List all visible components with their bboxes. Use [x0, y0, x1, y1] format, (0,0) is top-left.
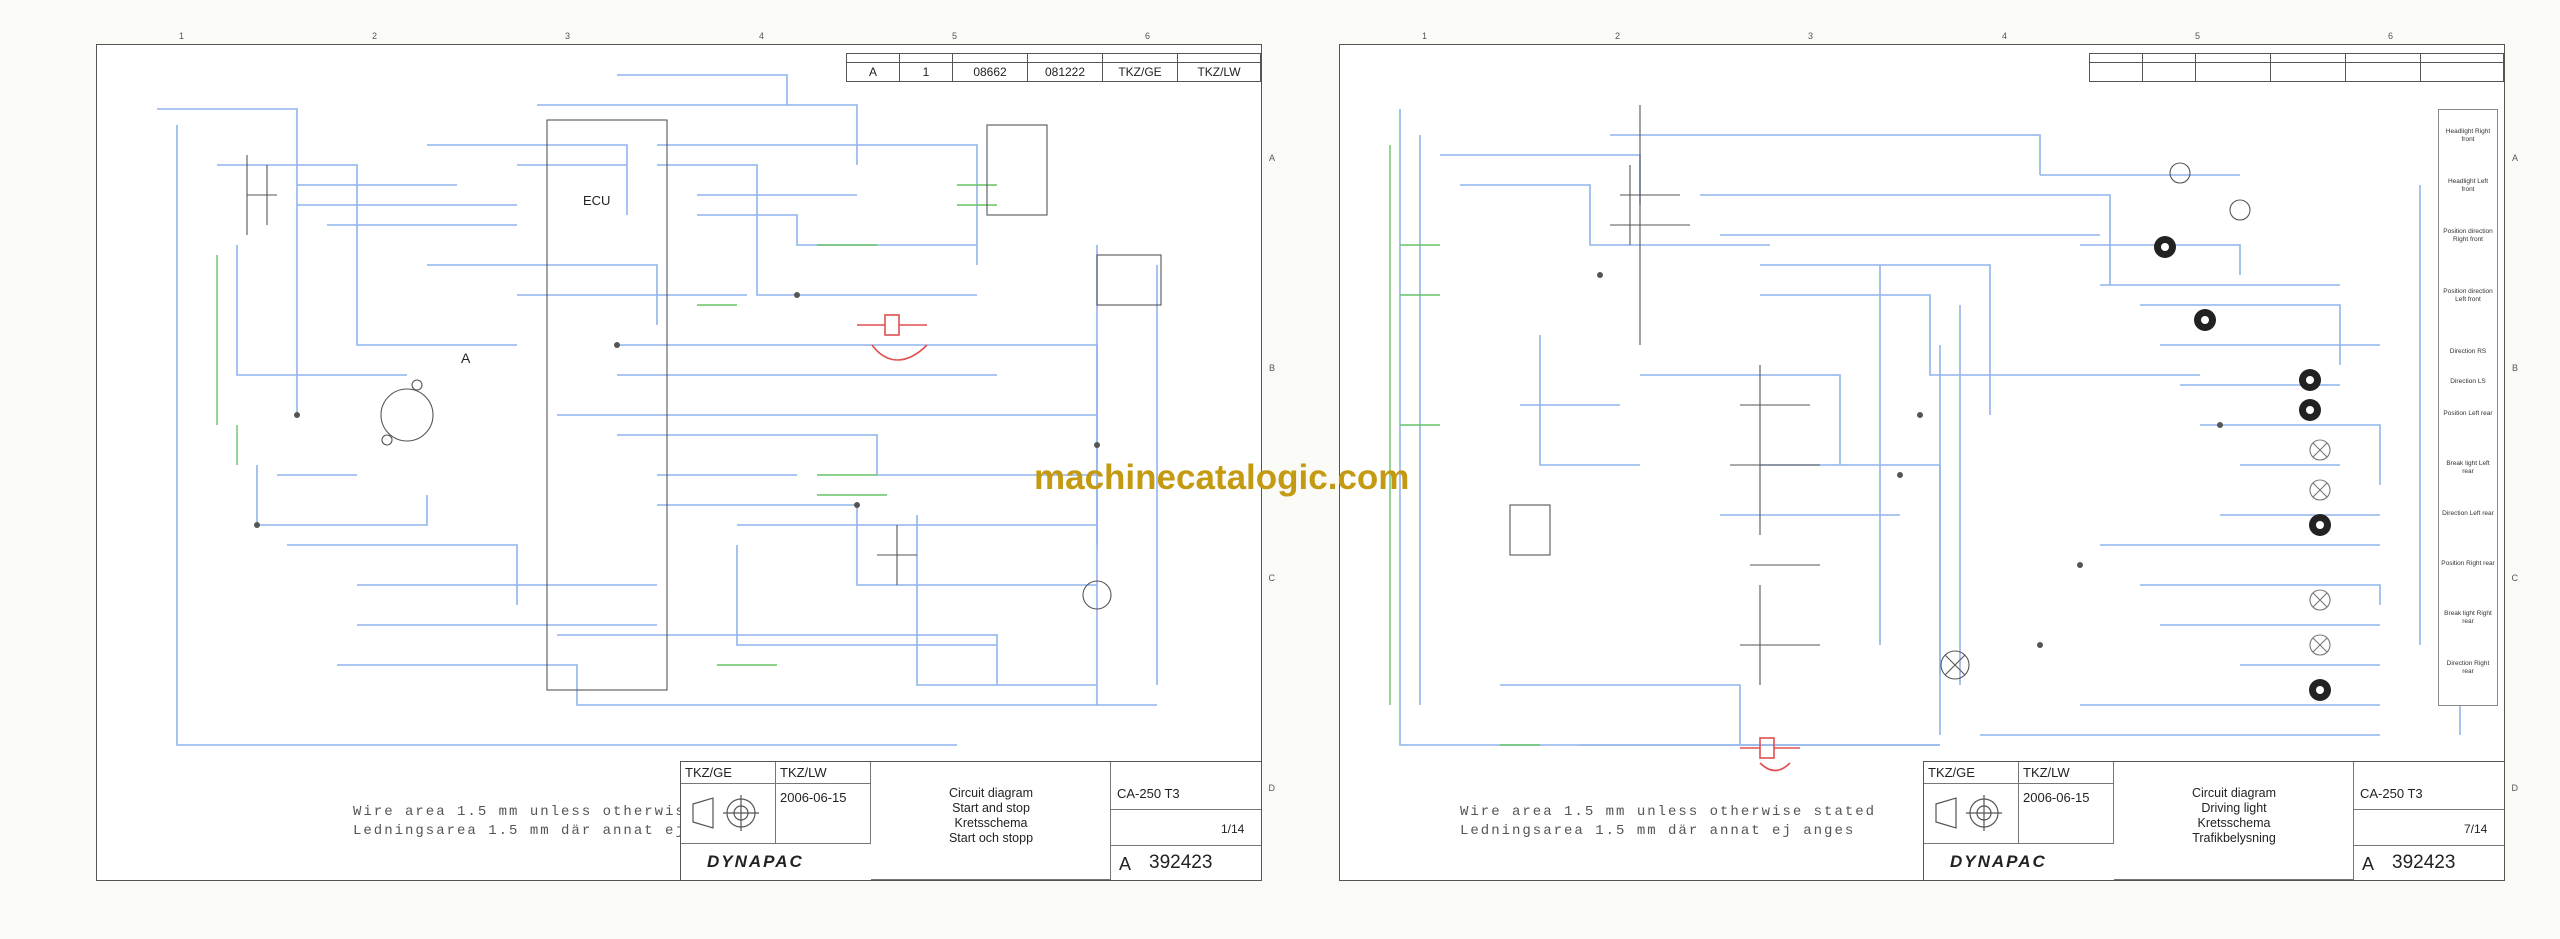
column-number: 5: [952, 31, 958, 41]
column-number: 5: [2195, 31, 2201, 41]
watermark-text: machinecatalogic.com: [1034, 458, 1410, 497]
legend-item: Direction RS: [2449, 348, 2487, 355]
column-number: 3: [1808, 31, 1814, 41]
drawn-by: TKZ/GE: [685, 765, 732, 780]
title-line: Circuit diagram: [948, 786, 1034, 800]
legend-item: Headlight Right front: [2445, 128, 2491, 143]
revision-table: [2089, 53, 2504, 82]
schematic-sheet-left: 1 2 3 4 5 6 A B C D ECU A A 1 08662 0812…: [96, 31, 1275, 881]
legend-item: Position Right rear: [2441, 560, 2495, 567]
schematic-sheet-right: 1 2 3 4 5 6 A B C D Headlight Right fron…: [1339, 31, 2518, 881]
revision-letter: A: [2362, 854, 2375, 874]
drawing-number: 392423: [1149, 852, 1213, 873]
column-number: 1: [179, 31, 185, 41]
ecu-label: ECU: [583, 193, 611, 208]
row-letter: B: [2511, 363, 2518, 373]
drawing-title: Circuit diagram Driving light Kretsschem…: [2114, 786, 2354, 846]
title-line: Start och stopp: [948, 831, 1034, 845]
title-line: Kretsschema: [2197, 816, 2271, 830]
revision-approved: [2420, 62, 2504, 82]
revision-date: [2270, 62, 2346, 82]
row-letter: C: [2511, 573, 2519, 583]
revision-drawn: [2345, 62, 2421, 82]
revision-table: A 1 08662 081222 TKZ/GE TKZ/LW: [846, 53, 1261, 82]
column-number: 6: [1145, 31, 1151, 41]
revision-date: 081222: [1027, 62, 1103, 82]
title-line: Driving light: [2201, 801, 2267, 815]
title-block: TKZ/GE TKZ/LW 2006-06-15 Circuit diagram…: [1923, 761, 2504, 880]
dynapac-logo: DYNAPAC: [707, 852, 804, 871]
column-number: 2: [1615, 31, 1621, 41]
row-letter: A: [2511, 153, 2518, 163]
projection-symbol-icon: [1935, 795, 2002, 831]
lamp-legend-panel: Headlight Right front Headlight Left fro…: [2438, 109, 2498, 706]
title-line: Trafikbelysning: [2192, 831, 2276, 845]
change-number: [2195, 62, 2271, 82]
wiring-diagram-start-stop: [157, 74, 1162, 746]
legend-item: Headlight Left front: [2447, 178, 2489, 193]
title-block: TKZ/GE TKZ/LW 2006-06-15 Circuit diagram…: [680, 761, 1261, 880]
revision-number: 1: [899, 62, 953, 82]
column-number: 1: [1422, 31, 1428, 41]
row-letter: C: [1268, 573, 1276, 583]
revision-drawn: TKZ/GE: [1102, 62, 1178, 82]
wiring-diagram-driving-light: [1389, 105, 2461, 772]
drawn-by: TKZ/GE: [1928, 765, 1975, 780]
wire-note-sv: Ledningsarea 1.5 mm där annat ej anges: [1460, 823, 1856, 839]
legend-item: Direction LS: [2450, 378, 2486, 385]
drawing-date: 2006-06-15: [2023, 790, 2090, 805]
revision-letter: A: [846, 62, 900, 82]
legend-item: Position direction Left front: [2443, 288, 2493, 303]
title-line: Kretsschema: [954, 816, 1028, 830]
drawing-number: 392423: [2392, 852, 2456, 873]
sheet-number: 1/14: [1221, 822, 1245, 836]
revision-number: [2142, 62, 2196, 82]
drawing-title: Circuit diagram Start and stop Kretssche…: [871, 786, 1111, 846]
projection-symbol-icon: [692, 795, 759, 831]
legend-item: Position Left rear: [2443, 410, 2493, 417]
wire-note-en: Wire area 1.5 mm unless otherwise stated: [1460, 804, 1877, 820]
sheet-number: 7/14: [2464, 822, 2488, 836]
legend-item: Position direction Right front: [2443, 228, 2493, 243]
column-number: 6: [2388, 31, 2394, 41]
row-letter: B: [1268, 363, 1275, 373]
checked-by: TKZ/LW: [2023, 765, 2070, 780]
dynapac-logo: DYNAPAC: [1950, 852, 2047, 871]
machine-model: CA-250 T3: [1117, 786, 1180, 801]
wire-area-note: Wire area 1.5 mm unless otherwise stated…: [1460, 803, 1876, 841]
drawing-date: 2006-06-15: [780, 790, 847, 805]
column-number: 3: [565, 31, 571, 41]
row-letter: A: [1268, 153, 1275, 163]
legend-item: Direction Right rear: [2446, 660, 2490, 675]
column-number: 4: [759, 31, 765, 41]
change-number: 08662: [952, 62, 1028, 82]
component-label-a: A: [461, 350, 471, 366]
row-letter: D: [2511, 783, 2519, 793]
checked-by: TKZ/LW: [780, 765, 827, 780]
revision-approved: TKZ/LW: [1177, 62, 1261, 82]
legend-item: Break light Left rear: [2446, 460, 2490, 475]
title-line: Start and stop: [952, 801, 1030, 815]
legend-item: Break light Right rear: [2444, 610, 2492, 625]
column-number: 4: [2002, 31, 2008, 41]
machine-model: CA-250 T3: [2360, 786, 2423, 801]
title-line: Circuit diagram: [2191, 786, 2277, 800]
revision-letter: A: [1119, 854, 1132, 874]
legend-item: Direction Left rear: [2442, 510, 2494, 517]
column-number: 2: [372, 31, 378, 41]
row-letter: D: [1268, 783, 1276, 793]
revision-letter: [2089, 62, 2143, 82]
